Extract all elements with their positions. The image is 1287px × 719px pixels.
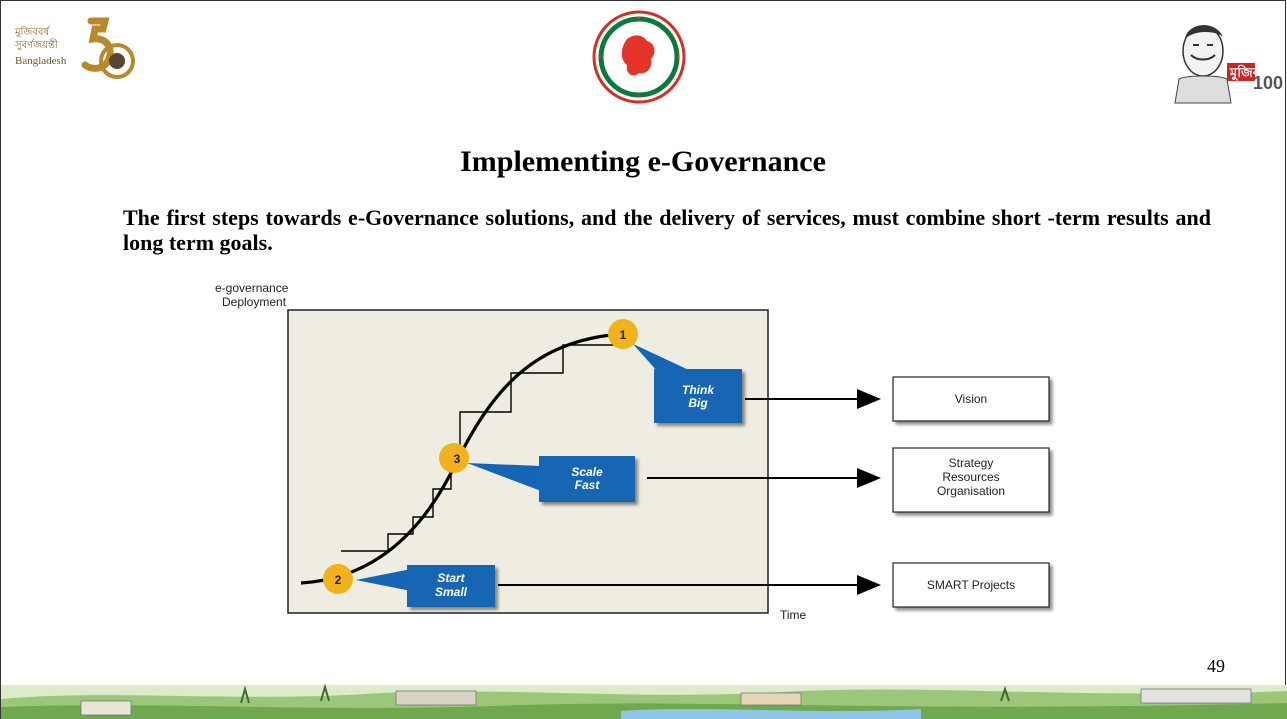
x-axis-label: Time: [780, 608, 807, 622]
callout-start-small-line-2: Small: [435, 585, 468, 599]
callout-pointer-think-big: [633, 344, 691, 371]
outcome-box-strategy: [892, 447, 1050, 513]
right-logo-number: 100: [1253, 73, 1283, 93]
landscape-illustration: [1, 683, 1287, 719]
y-axis-label-line-2: Deployment: [222, 295, 287, 309]
marker-1-label: 1: [620, 328, 627, 342]
left-logo-line-2: সুবর্ণজয়ন্তী: [14, 38, 58, 51]
outcome-vision-label: Vision: [955, 392, 987, 406]
callout-scale-fast: [539, 456, 635, 502]
outcome-strategy-line-2: Resources: [942, 470, 999, 484]
government-emblem: [592, 10, 686, 104]
bangladesh-50-logo: মুজিববর্ষ সুবর্ণজয়ন্তী Bangladesh 50: [14, 17, 135, 79]
right-logo-text: মুজিব: [1229, 64, 1261, 82]
callout-think-big: [654, 369, 742, 423]
callout-start-small-line-1: Start: [437, 571, 465, 585]
outcome-box-vision: [892, 376, 1050, 422]
callout-pointer-start-small: [356, 569, 411, 591]
y-axis-label-line-1: e-governance: [215, 281, 289, 295]
slide-title: Implementing e-Governance: [460, 145, 826, 178]
marker-2: [323, 564, 353, 594]
callout-scale-fast-line-2: Fast: [575, 478, 601, 492]
callout-pointer-scale-fast: [467, 463, 541, 491]
marker-1: [608, 319, 638, 349]
diagram-panel: [287, 309, 769, 614]
callout-scale-fast-line-1: Scale: [571, 465, 603, 479]
marker-3-label: 3: [454, 452, 461, 466]
intro-text: The first steps towards e-Governance sol…: [123, 205, 1211, 255]
callout-think-big-line-2: Big: [688, 396, 708, 410]
deployment-diagram: e-governance Deployment Think Big Scale …: [215, 281, 1050, 622]
outcome-box-smart-projects: [892, 562, 1050, 608]
marker-3: [439, 443, 469, 473]
callout-start-small: [407, 565, 495, 607]
left-logo-line-3: Bangladesh: [15, 55, 67, 67]
mujib-100-logo: মুজিব 100: [1174, 25, 1283, 104]
left-logo-line-1: মুজিববর্ষ: [14, 26, 50, 38]
left-logo-number: 50: [89, 70, 91, 72]
marker-2-label: 2: [335, 573, 342, 587]
page-number: 49: [1207, 656, 1225, 676]
outcome-strategy-line-3: Organisation: [937, 484, 1005, 498]
callout-think-big-line-1: Think: [682, 383, 715, 397]
outcome-strategy-line-1: Strategy: [949, 456, 994, 470]
outcome-smart-projects-label: SMART Projects: [927, 578, 1015, 592]
